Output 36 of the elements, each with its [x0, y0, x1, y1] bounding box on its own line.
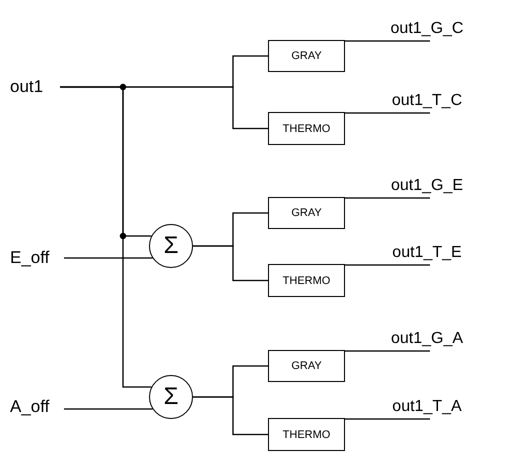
process-box	[268, 197, 345, 229]
summing-junction	[149, 375, 193, 419]
block-label: GRAY	[291, 207, 322, 219]
signal-label: out1	[10, 76, 60, 98]
signal-label: A_off	[10, 396, 62, 418]
process-box	[268, 112, 345, 145]
block-label: GRAY	[291, 50, 322, 62]
block-label: THERMO	[282, 122, 330, 134]
signal-line	[345, 350, 430, 352]
signal-line	[60, 86, 152, 388]
signal-label: out1_T_E	[381, 241, 473, 265]
signal-label: out1_T_C	[381, 89, 473, 113]
block-label: THERMO	[282, 428, 330, 440]
signal-line	[64, 408, 153, 410]
signal-label: out1_T_A	[381, 395, 473, 419]
signal-label: E_off	[10, 247, 62, 269]
process-box	[268, 350, 345, 382]
signal-label: out1_G_C	[381, 17, 473, 41]
sum-symbol: Σ	[164, 385, 178, 409]
process-box	[268, 40, 345, 72]
sum-symbol: Σ	[164, 234, 178, 258]
summing-junction	[149, 224, 193, 268]
signal-label: out1_G_A	[381, 327, 473, 351]
signal-label: out1_G_E	[381, 174, 473, 198]
process-box	[268, 264, 345, 297]
signal-line	[345, 112, 430, 114]
signal-line	[193, 396, 268, 436]
signal-line	[64, 257, 153, 259]
process-box	[268, 418, 345, 451]
signal-line	[345, 264, 430, 266]
block-label: THERMO	[282, 274, 330, 286]
signal-line	[193, 245, 268, 282]
signal-line	[345, 197, 430, 199]
signal-line	[345, 40, 430, 42]
signal-line	[345, 418, 430, 420]
block-label: GRAY	[291, 360, 322, 372]
